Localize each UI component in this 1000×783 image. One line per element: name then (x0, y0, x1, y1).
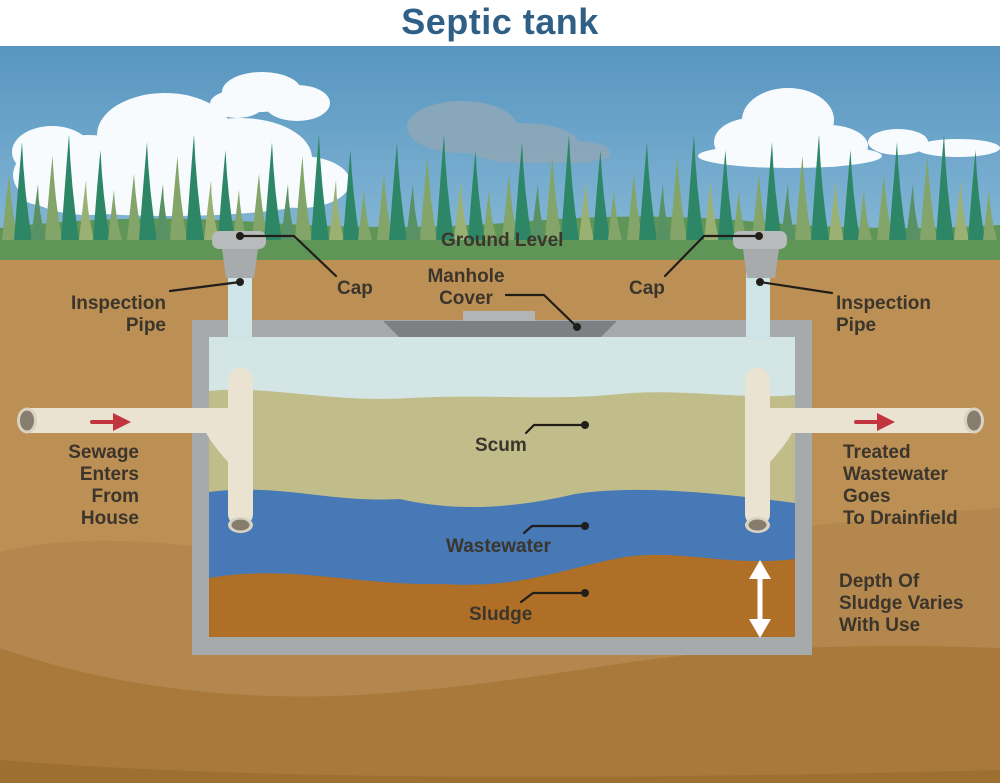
label-scum: Scum (475, 435, 527, 456)
inlet-pipe (17, 368, 253, 533)
inspection-pipe-left-graphic (212, 231, 266, 340)
label-inspection-pipe-right: Inspection Pipe (836, 293, 932, 336)
label-manhole-cover: Manhole Cover (427, 266, 505, 309)
label-sludge-depth: Depth Of Sludge Varies With Use (839, 571, 964, 636)
inlet-flow-arrow-icon (90, 413, 131, 431)
label-sewage-inlet: Sewage Enters From House (68, 442, 139, 529)
grass-blades (0, 136, 1000, 256)
manhole-handle (463, 311, 535, 321)
inspection-pipe-right-graphic (733, 231, 787, 340)
soil-deep-layer (0, 646, 1000, 783)
leader-dots (236, 232, 764, 597)
label-ground-level: Ground Level (441, 230, 564, 251)
tank (192, 311, 812, 655)
page-title: Septic tank (401, 1, 599, 42)
sludge-depth-arrow-icon (749, 560, 771, 638)
label-sludge: Sludge (469, 604, 533, 625)
cloud-small (210, 72, 330, 121)
soil-bottom-layer (0, 760, 1000, 783)
label-inspection-pipe-left: Inspection Pipe (70, 293, 166, 336)
manhole-cover (383, 321, 617, 337)
label-cap-left: Cap (337, 278, 373, 299)
label-wastewater: Wastewater (446, 536, 551, 557)
sludge-layer (209, 554, 795, 637)
outlet-flow-arrow-icon (854, 413, 895, 431)
leader-lines (168, 234, 834, 604)
outlet-pipe (745, 368, 984, 533)
label-treated-outlet: Treated Wastewater Goes To Drainfield (843, 442, 958, 529)
label-cap-right: Cap (629, 278, 665, 299)
